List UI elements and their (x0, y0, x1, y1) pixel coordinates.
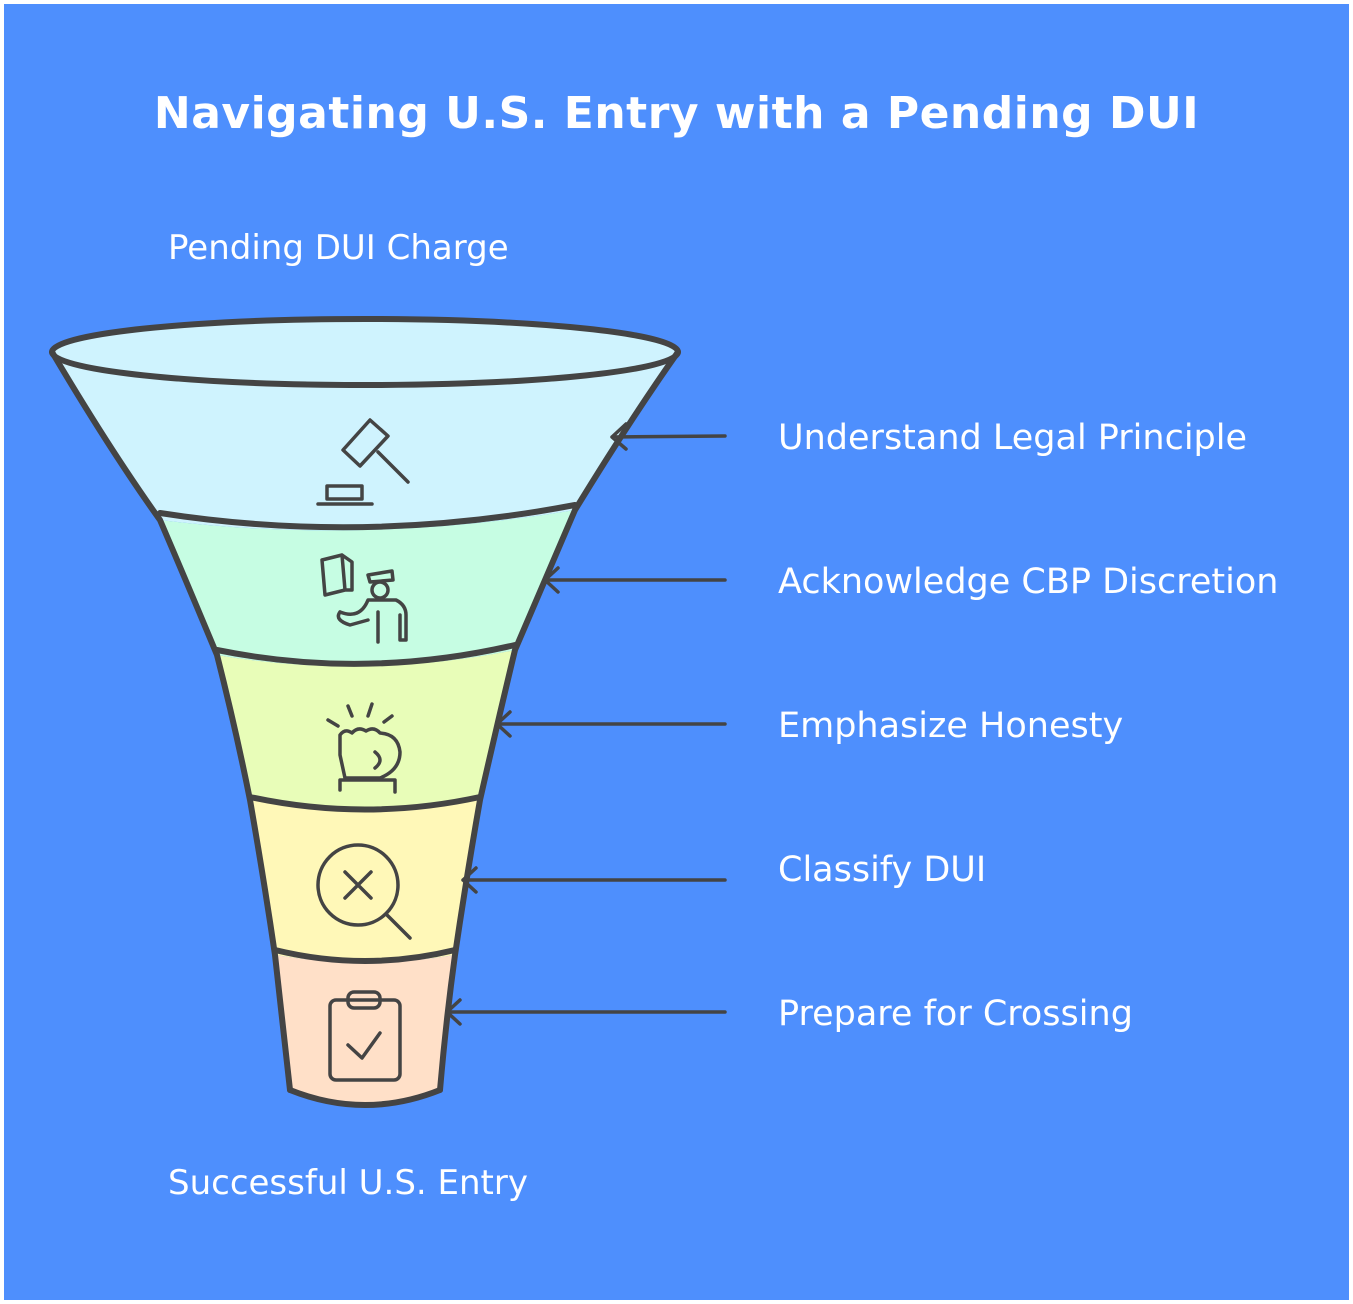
step-label-classify-dui: Classify DUI (778, 850, 987, 890)
arrow-step-4 (461, 866, 727, 894)
arrow-step-1 (610, 422, 727, 451)
diagram-title: Navigating U.S. Entry with a Pending DUI (153, 88, 1200, 139)
funnel-outline (49, 316, 681, 1108)
funnel-top-label: Pending DUI Charge (168, 228, 509, 268)
funnel-bottom-label: Successful U.S. Entry (168, 1163, 528, 1203)
arrow-step-5 (445, 998, 727, 1026)
step-label-acknowledge-cbp-discretion: Acknowledge CBP Discretion (778, 562, 1279, 602)
step-label-prepare-for-crossing: Prepare for Crossing (778, 994, 1133, 1034)
funnel-band-1 (52, 336, 678, 531)
funnel-band-5 (275, 955, 455, 1103)
funnel-band-2 (160, 510, 575, 667)
officer-icon (320, 553, 408, 644)
magnifier-x-icon (316, 843, 412, 940)
step-label-understand-legal-principle: Understand Legal Principle (778, 418, 1248, 458)
clipboard-check-icon (328, 990, 402, 1082)
arrow-step-2 (543, 566, 727, 594)
gavel-icon (316, 418, 410, 506)
arrow-step-3 (495, 710, 727, 738)
step-label-emphasize-honesty: Emphasize Honesty (778, 706, 1124, 746)
raised-fist-icon (326, 702, 402, 794)
arrows (445, 422, 727, 1026)
funnel-band-4 (250, 800, 480, 963)
